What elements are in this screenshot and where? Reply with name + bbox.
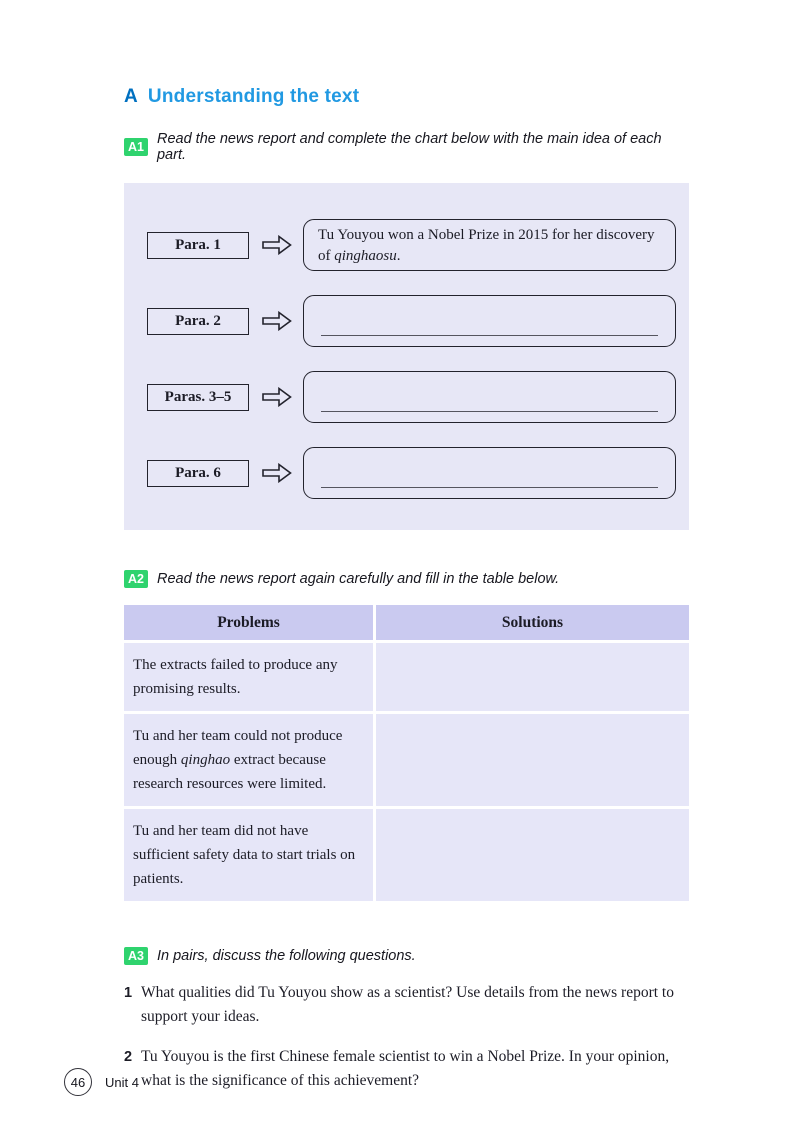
- problem-text: Tu and her team did not have sufficient …: [133, 823, 356, 887]
- activity-a3-badge: A3: [124, 947, 148, 965]
- chart-row-paras-3-5: Paras. 3–5: [147, 371, 676, 423]
- activity-a2-instruction: Read the news report again carefully and…: [156, 571, 560, 587]
- problem-cell: Tu and her team did not have sufficient …: [124, 809, 373, 901]
- question-2-number: 2: [124, 1049, 133, 1065]
- para-2-label: Para. 2: [175, 312, 221, 329]
- discussion-questions: 1 What qualities did Tu Youyou show as a…: [124, 981, 689, 1093]
- section-letter: A: [124, 86, 138, 107]
- unit-label: Unit 4: [105, 1074, 139, 1090]
- page-content: A Understanding the text A1 Read the news…: [124, 86, 689, 1093]
- problems-solutions-table: Problems Solutions The extracts failed t…: [124, 605, 689, 901]
- problem-cell: Tu and her team could not produce enough…: [124, 714, 373, 806]
- solution-cell-empty: [376, 809, 689, 901]
- question-1-number: 1: [124, 985, 133, 1001]
- chart-row-para-2: Para. 2: [147, 295, 676, 347]
- chart-row-para-1: Para. 1 Tu Youyou won a Nobel Prize in 2…: [147, 219, 676, 271]
- paras-3-5-label-box: Paras. 3–5: [147, 383, 249, 411]
- solutions-column-header: Solutions: [376, 605, 689, 640]
- paras-3-5-idea-box: [303, 371, 676, 423]
- arrow-right-icon: [262, 463, 292, 483]
- table-row: Tu and her team did not have sufficient …: [124, 809, 689, 901]
- problem-text-italic: qinghao: [180, 752, 231, 768]
- para-1-idea-box: Tu Youyou won a Nobel Prize in 2015 for …: [303, 219, 676, 271]
- problem-text: Tu and her team could not produce enough: [133, 728, 343, 768]
- problem-text: The extracts failed to produce any promi…: [133, 657, 338, 697]
- para-6-idea-box: [303, 447, 676, 499]
- para-1-idea-italic: qinghaosu: [334, 248, 397, 264]
- solution-cell-empty: [376, 643, 689, 711]
- table-row: The extracts failed to produce any promi…: [124, 643, 689, 711]
- problem-text-post: extract because research resources were …: [133, 752, 327, 792]
- answer-blank-line: [321, 411, 658, 412]
- para-1-idea-period: .: [396, 248, 401, 264]
- table-header-row: Problems Solutions: [124, 605, 689, 640]
- arrow-right-icon: [262, 387, 292, 407]
- activity-a2-badge: A2: [124, 570, 148, 588]
- para-1-idea-text: Tu Youyou won a Nobel Prize in 2015 for …: [318, 227, 655, 264]
- paras-3-5-label: Paras. 3–5: [164, 388, 232, 405]
- arrow-right-icon: [262, 235, 292, 255]
- para-6-label: Para. 6: [175, 464, 221, 481]
- question-2: 2 Tu Youyou is the first Chinese female …: [124, 1045, 689, 1093]
- para-6-label-box: Para. 6: [147, 459, 249, 487]
- page-number-badge: 46: [64, 1068, 92, 1096]
- arrow-right-icon: [262, 311, 292, 331]
- para-2-label-box: Para. 2: [147, 307, 249, 335]
- activity-a2-header: A2 Read the news report again carefully …: [124, 570, 689, 588]
- activity-a1-instruction: Read the news report and complete the ch…: [156, 131, 662, 163]
- activity-a3-instruction: In pairs, discuss the following question…: [156, 948, 416, 964]
- problems-column-header: Problems: [124, 605, 373, 640]
- problem-cell: The extracts failed to produce any promi…: [124, 643, 373, 711]
- activity-a3-header: A3 In pairs, discuss the following quest…: [124, 947, 689, 965]
- para-2-idea-box: [303, 295, 676, 347]
- answer-blank-line: [321, 335, 658, 336]
- para-1-label-box: Para. 1: [147, 231, 249, 259]
- question-1-text: What qualities did Tu Youyou show as a s…: [141, 984, 674, 1025]
- para-1-label: Para. 1: [175, 236, 221, 253]
- solution-cell-empty: [376, 714, 689, 806]
- paragraph-idea-chart: Para. 1 Tu Youyou won a Nobel Prize in 2…: [124, 183, 689, 530]
- activity-a1-header: A1 Read the news report and complete the…: [124, 131, 689, 163]
- question-2-text: Tu Youyou is the first Chinese female sc…: [141, 1048, 670, 1089]
- activity-a1-badge: A1: [124, 138, 148, 156]
- answer-blank-line: [321, 487, 658, 488]
- table-row: Tu and her team could not produce enough…: [124, 714, 689, 806]
- page-number: 46: [70, 1074, 86, 1090]
- question-1: 1 What qualities did Tu Youyou show as a…: [124, 981, 689, 1029]
- chart-row-para-6: Para. 6: [147, 447, 676, 499]
- section-name: Understanding the text: [147, 86, 360, 107]
- section-title: A Understanding the text: [124, 86, 689, 108]
- page-footer: 46 Unit 4: [64, 1068, 139, 1096]
